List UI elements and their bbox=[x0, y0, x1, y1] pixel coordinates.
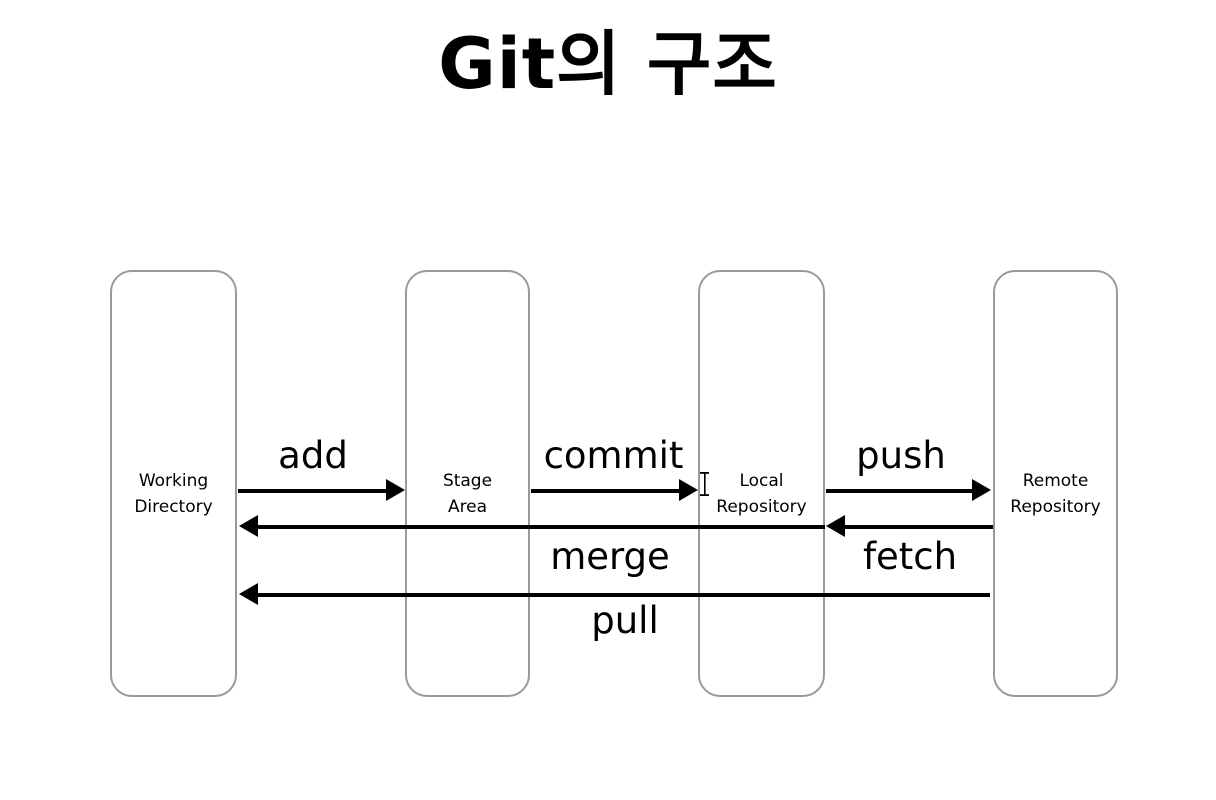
node-stage-area-label: Stage Area bbox=[442, 471, 493, 518]
edge-merge-line bbox=[258, 525, 825, 529]
edge-label-commit: commit bbox=[543, 434, 684, 477]
node-stage-area[interactable]: Stage Area bbox=[405, 270, 530, 697]
edge-label-pull: pull bbox=[591, 599, 659, 642]
node-local-repository[interactable]: Local Repository bbox=[698, 270, 825, 697]
node-working-directory-label: Working Directory bbox=[134, 471, 213, 518]
edge-add-line bbox=[238, 489, 388, 493]
arrow-left-icon-fetch bbox=[826, 515, 845, 537]
edge-label-push: push bbox=[856, 434, 946, 477]
edge-fetch-line bbox=[845, 525, 993, 529]
edge-pull-line bbox=[258, 593, 990, 597]
node-remote-repository[interactable]: Remote Repository bbox=[993, 270, 1118, 697]
arrow-right-icon-commit bbox=[679, 479, 698, 501]
node-local-repository-label: Local Repository bbox=[716, 471, 807, 518]
edge-commit-line bbox=[531, 489, 681, 493]
arrow-right-icon-push bbox=[972, 479, 991, 501]
edge-label-merge: merge bbox=[550, 535, 670, 578]
arrow-right-icon-add bbox=[386, 479, 405, 501]
page-title: Git의 구조 bbox=[438, 23, 778, 105]
node-working-directory[interactable]: Working Directory bbox=[110, 270, 237, 697]
edge-label-add: add bbox=[278, 434, 348, 477]
edge-label-fetch: fetch bbox=[862, 535, 958, 578]
arrow-left-icon-merge bbox=[239, 515, 258, 537]
edge-push-line bbox=[826, 489, 974, 493]
node-remote-repository-label: Remote Repository bbox=[1010, 471, 1101, 518]
arrow-left-icon-pull bbox=[239, 583, 258, 605]
